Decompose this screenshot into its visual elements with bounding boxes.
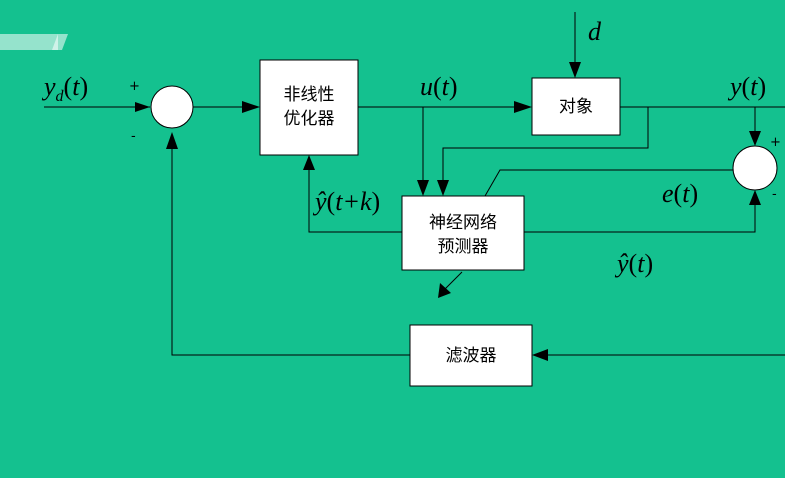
prediction-signal-label: ŷ(t) <box>614 249 653 278</box>
error-signal-label: e(t) <box>662 179 698 208</box>
adaptation-wire <box>444 271 463 290</box>
reference-signal-label: yd(t) <box>41 72 88 105</box>
optimizer-block: 非线性 优化器 <box>259 59 359 156</box>
right-plus-sign: + <box>770 135 781 150</box>
arrow-output-into-predictor <box>437 180 449 196</box>
right-minus-sign: - <box>772 187 777 202</box>
predictor-label-line2: 预测器 <box>438 237 489 257</box>
filter-label: 滤波器 <box>446 346 497 366</box>
arrow-into-optimizer-bottom <box>303 155 315 170</box>
output-signal-label: y(t) <box>727 72 766 101</box>
feedback-wire <box>171 146 410 356</box>
future-prediction-wire <box>308 165 402 233</box>
arrow-output-into-sum2 <box>749 131 761 146</box>
arrow-disturbance <box>569 62 581 78</box>
output-tap-wire <box>442 107 649 186</box>
arrow-control-into-predictor <box>417 180 429 196</box>
arrow-into-optimizer <box>242 101 260 113</box>
prediction-wire <box>524 200 756 233</box>
control-signal-label: u(t) <box>420 72 458 101</box>
left-plus-sign: + <box>129 79 140 94</box>
predictor-label-line1: 神经网络 <box>429 213 497 233</box>
plant-label: 对象 <box>559 97 593 117</box>
plant-block: 对象 <box>531 77 621 136</box>
left-minus-sign: - <box>131 129 136 144</box>
predictor-block: 神经网络 预测器 <box>401 195 525 271</box>
watermark <box>0 34 68 50</box>
arrow-adaptation <box>438 283 451 298</box>
future-prediction-signal-label: ŷ(t+k) <box>312 187 380 216</box>
arrow-into-filter <box>532 349 548 361</box>
optimizer-label-line1: 非线性 <box>284 85 335 105</box>
arrow-into-sum1 <box>135 102 150 112</box>
arrow-into-plant <box>514 101 532 113</box>
arrow-feedback-into-sum1 <box>166 132 178 149</box>
disturbance-label: d <box>588 17 602 46</box>
wires <box>44 12 785 356</box>
arrowheads <box>135 62 761 361</box>
error-wire <box>484 169 733 197</box>
arrow-prediction-into-sum2 <box>749 190 761 205</box>
left-summing-junction <box>150 85 194 129</box>
optimizer-label-line2: 优化器 <box>284 109 335 129</box>
filter-block: 滤波器 <box>409 324 533 387</box>
right-summing-junction <box>732 145 778 191</box>
